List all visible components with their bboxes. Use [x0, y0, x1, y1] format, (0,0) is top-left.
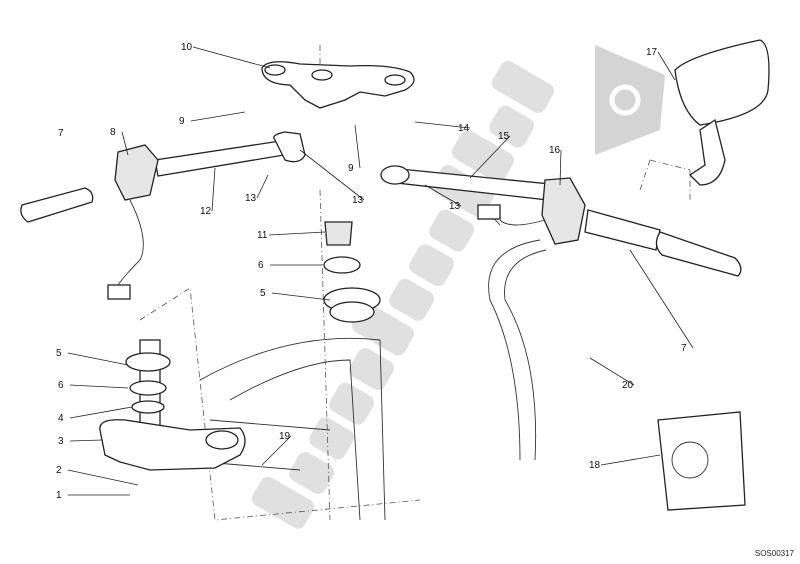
bottom-yoke [99, 339, 246, 471]
leader-line [629, 249, 694, 349]
watermark-glyph [329, 382, 375, 425]
leader-line [299, 149, 365, 201]
callout-18: 18 [589, 460, 601, 471]
left-switch [107, 144, 159, 300]
watermark-glyph [349, 348, 395, 391]
callout-13: 13 [449, 201, 461, 212]
callout-14: 14 [458, 123, 470, 134]
leader-line [268, 231, 326, 236]
callout-9: 9 [348, 163, 354, 174]
watermark-glyph [251, 476, 315, 529]
leader-line [69, 439, 103, 442]
callout-2: 2 [56, 465, 62, 476]
leader-line [354, 124, 361, 169]
callout-19: 19 [279, 431, 291, 442]
top-yoke [261, 61, 415, 109]
leader-line [192, 46, 271, 69]
watermark-glyph [289, 452, 335, 494]
leader-line [256, 174, 269, 199]
callout-5: 5 [56, 348, 62, 359]
leader-line [559, 149, 562, 186]
mirror [674, 39, 770, 186]
steering-stem-parts [323, 221, 381, 323]
leader-line [69, 384, 129, 389]
callout-4: 4 [58, 413, 64, 424]
callout-20: 20 [622, 380, 634, 391]
watermark-glyph [429, 209, 475, 252]
right-switch [477, 177, 586, 461]
leader-line [121, 131, 129, 156]
leader-line [67, 469, 139, 486]
left-handlebar [154, 131, 306, 177]
watermark-glyph [491, 61, 555, 113]
callout-1: 1 [56, 490, 62, 501]
watermark-glyph [409, 244, 455, 287]
watermark-glyph [489, 105, 535, 148]
callout-9: 9 [179, 116, 185, 127]
watermark-glyph [451, 130, 515, 183]
gear-icon [595, 45, 665, 155]
leader-line [424, 184, 462, 207]
callout-10: 10 [181, 42, 193, 53]
watermark-glyph [389, 278, 435, 321]
frame-outline [139, 45, 691, 521]
leader-line [657, 51, 676, 81]
leader-line [589, 357, 635, 386]
leader-line [414, 121, 471, 129]
leader-line [271, 292, 331, 301]
leader-line [190, 111, 246, 122]
leader-line [67, 352, 129, 366]
callout-8: 8 [110, 127, 116, 138]
leader-line [211, 167, 216, 212]
right-grip [655, 231, 742, 277]
callout-12: 12 [200, 206, 212, 217]
leader-line [69, 406, 133, 419]
callout-7: 7 [58, 128, 64, 139]
callout-16: 16 [549, 145, 561, 156]
callout-7: 7 [681, 343, 687, 354]
callout-13: 13 [245, 193, 257, 204]
callout-6: 6 [58, 380, 64, 391]
callout-17: 17 [646, 47, 658, 58]
watermark-glyph [309, 417, 355, 460]
watermark [251, 61, 555, 529]
callout-6: 6 [258, 260, 264, 271]
callout-11: 11 [257, 230, 268, 241]
drawing-code: SOS00317 [754, 549, 794, 558]
callout-13: 13 [352, 195, 364, 206]
callout-15: 15 [498, 131, 510, 142]
callout-3: 3 [58, 436, 64, 447]
left-grip [20, 187, 94, 223]
callout-5: 5 [260, 288, 266, 299]
right-handlebar [380, 165, 661, 251]
leader-line [600, 454, 661, 466]
leader-line [469, 135, 511, 179]
relay-box-inset [657, 411, 746, 511]
leader-line [261, 435, 292, 466]
